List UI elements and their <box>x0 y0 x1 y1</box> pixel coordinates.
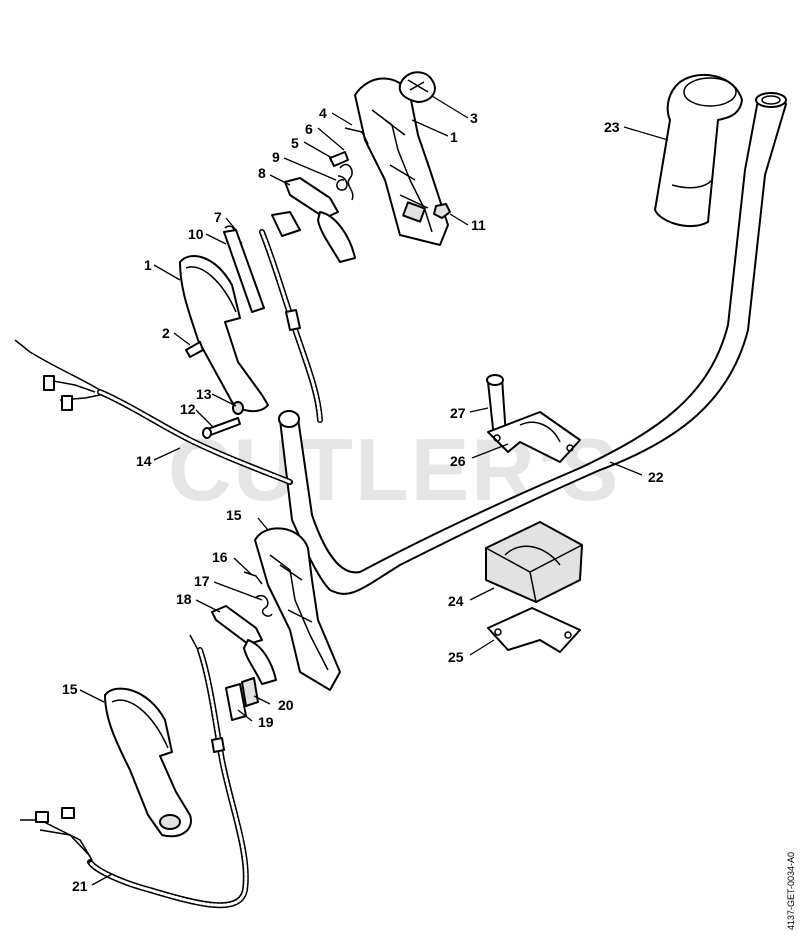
screw-twelve <box>202 417 241 439</box>
callout-19: 19 <box>258 714 274 730</box>
callout-24: 24 <box>448 593 464 609</box>
washer <box>232 401 244 415</box>
switch-lever <box>284 177 356 263</box>
callout-18: 18 <box>176 591 192 607</box>
drawing-code: 4137-GET-0034-A0 <box>786 852 796 930</box>
callout-23: 23 <box>604 119 620 135</box>
throttle-cable-upper <box>259 211 323 423</box>
callout-labels: 3 1 4 6 5 9 8 11 7 10 1 2 13 12 14 23 27… <box>62 105 664 894</box>
callout-12: 12 <box>180 401 196 417</box>
callout-1-handle: 1 <box>144 257 152 273</box>
callout-2: 2 <box>162 325 170 341</box>
nut <box>433 203 451 219</box>
clamp-bracket <box>485 521 583 603</box>
callout-6: 6 <box>305 121 313 137</box>
handle-molding-upper <box>179 254 269 413</box>
lower-spring-sixteen <box>243 571 263 585</box>
torsion-spring-b <box>336 175 348 191</box>
lower-spring-seventeen <box>254 594 273 617</box>
callout-7: 7 <box>214 209 222 225</box>
cable-harness-upper <box>14 339 293 485</box>
clamp-upper <box>487 411 581 463</box>
callout-16: 16 <box>212 549 228 565</box>
callout-11: 11 <box>471 217 486 233</box>
lower-contact-parts <box>225 677 259 721</box>
callout-3: 3 <box>470 110 478 126</box>
callout-10: 10 <box>188 226 204 242</box>
callout-21: 21 <box>72 878 88 894</box>
control-handle-half-upper <box>354 77 449 246</box>
handle-molding-lower <box>104 687 192 838</box>
callout-8: 8 <box>258 165 266 181</box>
cable-harness-lower <box>20 634 249 909</box>
callout-1-upper-half: 1 <box>450 129 458 145</box>
callout-26: 26 <box>450 453 466 469</box>
callout-15-lower-half: 15 <box>226 507 242 523</box>
callout-27: 27 <box>450 405 466 421</box>
callout-4: 4 <box>319 105 327 121</box>
callout-13: 13 <box>196 386 212 402</box>
leader-lines <box>79 95 669 886</box>
callout-17: 17 <box>194 573 210 589</box>
clamp-lower <box>487 607 581 653</box>
control-handle-half-lower <box>254 527 341 691</box>
knob <box>398 71 436 103</box>
handle-grip <box>654 73 743 227</box>
callout-9: 9 <box>272 149 280 165</box>
handlebar-tube <box>278 92 787 595</box>
lower-switch-lever <box>211 605 277 685</box>
screw-small <box>329 151 349 167</box>
contact-spring <box>344 127 369 145</box>
callout-14: 14 <box>136 453 152 469</box>
callout-25: 25 <box>448 649 464 665</box>
callout-22: 22 <box>648 469 664 485</box>
callout-5: 5 <box>291 135 299 151</box>
callout-15-handle: 15 <box>62 681 78 697</box>
torsion-spring-a <box>339 163 354 201</box>
screw-two <box>185 341 204 358</box>
slide-lever <box>223 229 265 313</box>
callout-20: 20 <box>278 697 294 713</box>
